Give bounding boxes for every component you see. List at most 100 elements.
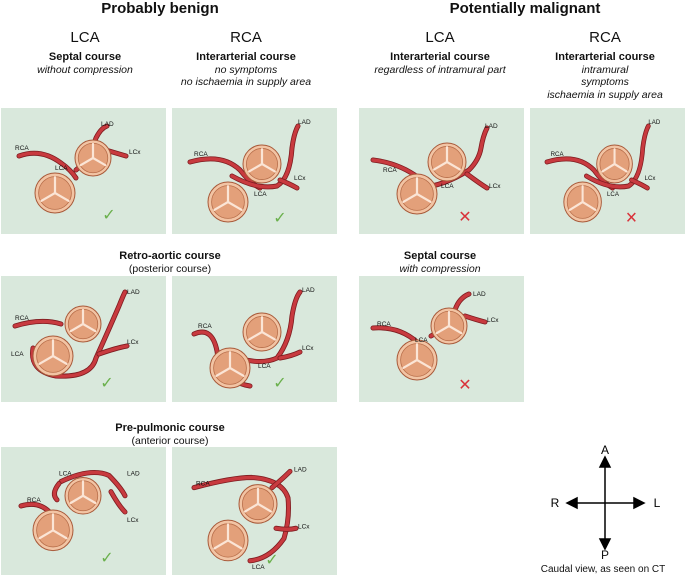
course-name: Interarterial course (555, 51, 655, 63)
aortic-valve-icon (207, 519, 249, 562)
artery-rca (191, 474, 291, 564)
artery-rca (12, 318, 64, 329)
compass-left: L (654, 496, 661, 510)
label-septal-compression: Septal course with compression (355, 250, 525, 275)
artery-name: LCA (70, 29, 100, 46)
header-malignant: Potentially malignant (449, 0, 601, 17)
check-mark-icon: ✓ (273, 208, 286, 227)
course-detail: intramural (581, 63, 629, 76)
artery-lad (229, 289, 303, 364)
label-lcx: LCx (302, 345, 314, 352)
label-lad: LAD (473, 291, 486, 298)
label-malig-rca: RCA Interarterial course intramural symp… (525, 28, 685, 101)
artery-lcx (277, 177, 300, 191)
course-detail: symptoms (581, 76, 629, 88)
header-benign: Probably benign (101, 0, 219, 17)
panel-benign-rca-interarterial: RCA LCA LAD LCx ✓ (172, 108, 337, 234)
check-mark-icon: ✓ (102, 205, 115, 224)
check-mark-icon: ✓ (100, 548, 113, 567)
label-rca: RCA (15, 315, 29, 322)
label-benign-rca: RCA Interarterial course no symptoms no … (166, 28, 326, 89)
compass-arrows (565, 455, 646, 551)
aortic-valve-icon (74, 139, 112, 177)
aortic-valve-icon (596, 144, 633, 184)
artery-lad (269, 468, 293, 491)
course-name: Septal course (48, 51, 122, 63)
check-mark-icon: ✓ (273, 373, 286, 392)
label-lcx: LCx (298, 523, 310, 530)
artery-lcx (108, 489, 128, 515)
label-lcx: LCx (127, 339, 139, 346)
aortic-valve-icon (563, 181, 602, 223)
aortic-valve-icon (427, 142, 467, 182)
label-rca: RCA (198, 323, 212, 330)
artery-lcx (273, 525, 299, 532)
cross-mark-icon: ✕ (458, 375, 471, 394)
label-rca: RCA (194, 151, 208, 158)
course-detail: ischaemia in supply area (547, 88, 663, 101)
label-lad: LAD (298, 119, 311, 126)
artery-lcx (96, 343, 130, 357)
label-lcx: LCx (489, 183, 501, 190)
label-rca: RCA (196, 481, 210, 488)
course-detail: no ischaemia in supply area (180, 76, 312, 88)
compass-anterior: A (601, 445, 609, 457)
aortic-valve-icon (207, 181, 249, 223)
course-detail: without compression (37, 63, 133, 76)
course-name: Interarterial course (390, 51, 490, 63)
course-detail: with compression (399, 262, 481, 275)
artery-lcx (462, 313, 488, 325)
label-lcx: LCx (129, 149, 141, 156)
course-name: Pre-pulmonic course (115, 422, 225, 434)
label-rca: RCA (27, 497, 41, 504)
label-lad: LAD (127, 470, 140, 477)
artery-name: RCA (230, 29, 262, 46)
course-name: Retro-aortic course (119, 250, 221, 262)
artery-lcx (277, 349, 303, 361)
aortic-valve-icon (396, 339, 438, 381)
artery-lad (416, 125, 490, 191)
course-detail: no symptoms (214, 63, 278, 76)
label-rca: RCA (383, 167, 397, 174)
label-lcx: LCx (294, 175, 306, 182)
label-lca: LCA (252, 564, 265, 571)
label-lcx: LCx (487, 317, 499, 324)
label-lca: LCA (11, 351, 24, 358)
artery-lcx (629, 177, 650, 191)
label-lca: LCA (254, 191, 267, 198)
label-lca: LCA (258, 363, 271, 370)
artery-name: RCA (589, 29, 621, 46)
check-mark-icon: ✓ (100, 373, 113, 392)
aortic-valve-icon (32, 335, 74, 377)
label-retro-aortic: Retro-aortic course (posterior course) (60, 250, 280, 275)
course-name: Interarterial course (196, 51, 296, 63)
aortic-valve-icon (242, 312, 282, 352)
compass-posterior: P (600, 548, 609, 562)
aortic-valve-icon (396, 173, 438, 215)
cross-mark-icon: ✕ (458, 207, 471, 226)
artery-lad (229, 123, 301, 190)
label-rca: RCA (377, 321, 391, 328)
label-malig-lca: LCA Interarterial course regardless of i… (355, 28, 525, 76)
artery-lad (58, 469, 128, 499)
aortic-valve-icon (64, 476, 102, 515)
course-detail: regardless of intramural part (374, 63, 506, 76)
artery-rca (16, 150, 79, 181)
aortic-valve-icon (242, 144, 282, 184)
artery-lcx (464, 171, 490, 191)
label-lcx: LCx (645, 175, 657, 182)
label-lad: LAD (485, 123, 498, 130)
label-lca: LCA (607, 191, 620, 198)
